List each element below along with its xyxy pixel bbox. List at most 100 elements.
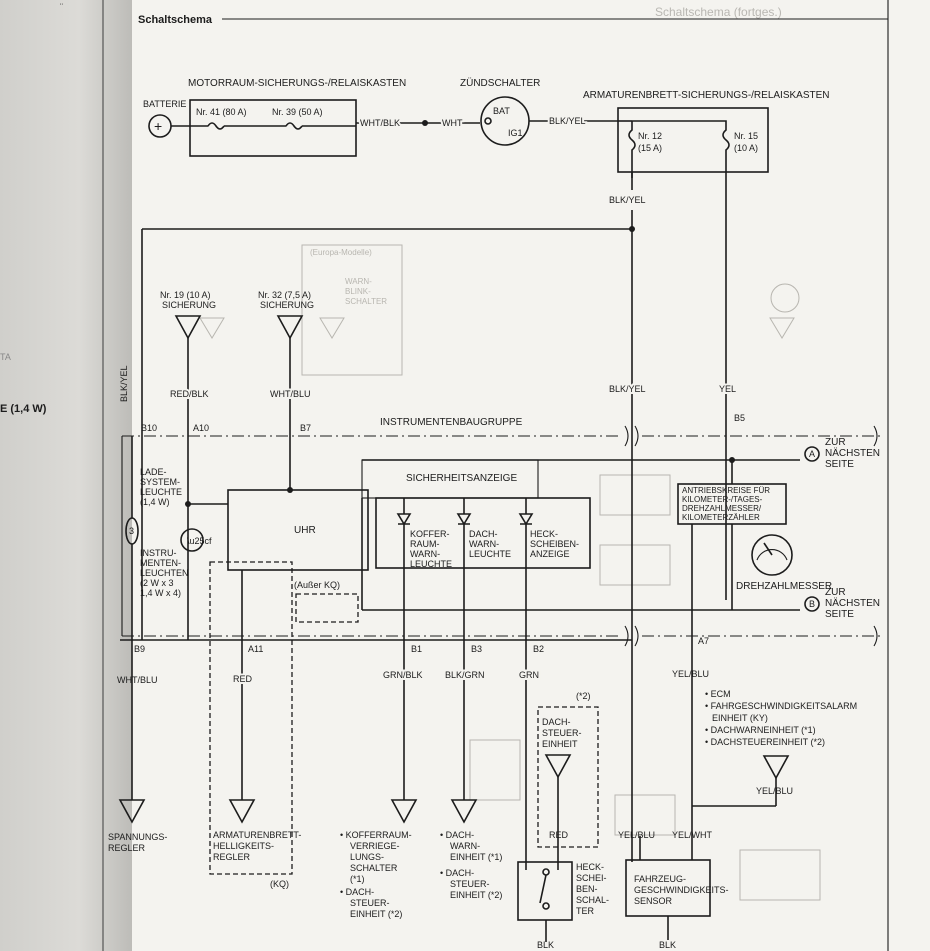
svg-text:Nr. 41 (80 A): Nr. 41 (80 A) [196, 107, 247, 117]
label-yel-blu: YEL/BLU [672, 669, 709, 679]
label-grn: GRN [519, 670, 539, 680]
svg-text:REGLER: REGLER [108, 843, 146, 853]
svg-text:UHR: UHR [294, 525, 316, 536]
svg-text:ZÜNDSCHALTER: ZÜNDSCHALTER [460, 77, 540, 89]
svg-text:A: A [809, 449, 815, 459]
svg-text:STEUER-: STEUER- [542, 728, 582, 738]
svg-text:ZUR: ZUR [825, 437, 846, 448]
svg-text:HECK-: HECK- [576, 862, 604, 872]
ignition-switch: ZÜNDSCHALTER BAT IG1 [460, 77, 540, 146]
left-fragment-t: TA [0, 352, 11, 362]
pin-b1: B1 [411, 644, 422, 654]
tachometer: DREHZAHLMESSER [736, 534, 832, 592]
svg-text:INSTRUMENTENBAUGRUPPE: INSTRUMENTENBAUGRUPPE [380, 417, 523, 428]
svg-text:• DACH-: • DACH- [440, 868, 474, 878]
label-blk-yel-right: BLK/YEL [609, 384, 646, 394]
left-page-margin [0, 0, 132, 951]
svg-text:• DACHSTEUEREINHEIT (*2): • DACHSTEUEREINHEIT (*2) [705, 737, 825, 747]
instrument-lights: INSTRU- MENTEN- LEUCHTEN (2 W x 3 1,4 W … [140, 528, 212, 598]
svg-text:HELLIGKEITS-: HELLIGKEITS- [213, 841, 274, 851]
label-red: RED [233, 674, 253, 684]
label-yel-blu-2: YEL/BLU [618, 830, 655, 840]
roof-control-unit: DACH- STEUER- EINHEIT RED [537, 706, 599, 870]
connector-a[interactable]: A ZUR NÄCHSTEN SEITE [804, 437, 880, 470]
pin-a11: A11 [248, 644, 263, 654]
svg-text:(10 A): (10 A) [734, 143, 758, 153]
svg-text:Nr. 19 (10 A): Nr. 19 (10 A) [160, 290, 211, 300]
svg-text:• DACHWARNEINHEIT (*1): • DACHWARNEINHEIT (*1) [705, 725, 816, 735]
rear-window-display: HECK- SCHEIBEN- ANZEIGE [518, 513, 579, 559]
bleed-through: (Europa-Modelle) WARN- BLINK- SCHALTER [199, 244, 821, 901]
label-blk-1: BLK [537, 940, 554, 950]
svg-text:Nr. 15: Nr. 15 [734, 131, 758, 141]
svg-text:ARMATURENBRETT-SICHERUNGS-/REL: ARMATURENBRETT-SICHERUNGS-/RELAISKASTEN [583, 90, 830, 101]
label-yel: YEL [719, 384, 736, 394]
fuse-19: Nr. 19 (10 A) SICHERUNG [160, 290, 216, 340]
pin-a10: A10 [193, 423, 209, 433]
rear-window-switch[interactable]: HECK- SCHEI- BEN- SCHAL- TER [517, 861, 609, 921]
left-fragment-top: ¨ [60, 2, 63, 12]
svg-text:(15 A): (15 A) [638, 143, 662, 153]
svg-text:WARN-: WARN- [450, 841, 480, 851]
pin-b2: B2 [533, 644, 544, 654]
instrument-group: INSTRUMENTENBAUGRUPPE [121, 417, 880, 647]
svg-text:STEUER-: STEUER- [350, 898, 390, 908]
svg-text:REGLER: REGLER [213, 852, 251, 862]
svg-text:VERRIEGE-: VERRIEGE- [350, 841, 400, 851]
trunk-lock-switch: • KOFFERRAUM- VERRIEGE- LUNGS- SCHALTER … [340, 799, 418, 919]
svg-text:(*1): (*1) [350, 874, 365, 884]
svg-text:LUNGS-: LUNGS- [350, 852, 384, 862]
svg-text:ANZEIGE: ANZEIGE [530, 549, 570, 559]
svg-text:SCHALTER: SCHALTER [350, 863, 398, 873]
roof-ctrl-note: (*2) [576, 691, 591, 701]
svg-text:STEUER-: STEUER- [450, 879, 490, 889]
label-yel-wht: YEL/WHT [672, 830, 713, 840]
svg-text:NÄCHSTEN: NÄCHSTEN [825, 447, 880, 459]
svg-text:DREHZAHLMESSER: DREHZAHLMESSER [736, 581, 832, 592]
svg-text:Nr. 32 (7,5 A): Nr. 32 (7,5 A) [258, 290, 311, 300]
svg-text:ANTRIEBSKREISE FÜR: ANTRIEBSKREISE FÜR [682, 486, 770, 495]
svg-text:HECK-: HECK- [530, 529, 558, 539]
ghost-title: Schaltschema (fortges.) [655, 5, 782, 19]
svg-text:SICHERHEITSANZEIGE: SICHERHEITSANZEIGE [406, 473, 517, 484]
svg-text:EINHEIT (*2): EINHEIT (*2) [450, 890, 502, 900]
svg-text:DACH-: DACH- [542, 717, 571, 727]
svg-text:EINHEIT (*1): EINHEIT (*1) [450, 852, 502, 862]
roof-warning-lamp: DACH- WARN- LEUCHTE [456, 513, 511, 559]
svg-text:SICHERUNG: SICHERUNG [162, 300, 216, 310]
splice [422, 120, 428, 126]
svg-text:SICHERUNG: SICHERUNG [260, 300, 314, 310]
svg-text:(2 W x 3: (2 W x 3 [140, 578, 174, 588]
trunk-warning-lamp: KOFFER- RAUM- WARN- LEUCHTE [396, 513, 452, 569]
svg-text:RAUM-: RAUM- [410, 539, 440, 549]
svg-text:• DACH-: • DACH- [440, 830, 474, 840]
section-title: Schaltschema [138, 14, 213, 26]
dimmer-dashed-box [209, 561, 293, 875]
svg-text:LADE-: LADE- [140, 467, 167, 477]
svg-text:EINHEIT: EINHEIT [542, 739, 578, 749]
svg-text:SCHALTER: SCHALTER [345, 297, 387, 306]
svg-text:LEUCHTE: LEUCHTE [410, 559, 452, 569]
speed-sensor: FAHRZEUG- GESCHWINDIGKEITS- SENSOR [625, 859, 729, 917]
svg-text:MENTEN-: MENTEN- [140, 558, 181, 568]
svg-text:• DACH-: • DACH- [340, 887, 374, 897]
battery: BATTERIE + [143, 99, 186, 138]
label-blk-2: BLK [659, 940, 676, 950]
svg-text:SEITE: SEITE [825, 609, 854, 620]
svg-text:BLINK-: BLINK- [345, 287, 371, 296]
connector-b[interactable]: B ZUR NÄCHSTEN SEITE [804, 587, 880, 620]
svg-text:BATTERIE: BATTERIE [143, 99, 186, 109]
label-blk-yel-mid: BLK/YEL [609, 195, 646, 205]
svg-text:SCHEI-: SCHEI- [576, 873, 607, 883]
svg-text:• FAHRGESCHWINDIGKEITSALARM: • FAHRGESCHWINDIGKEITSALARM [705, 701, 857, 711]
svg-text:LEUCHTEN: LEUCHTEN [140, 568, 189, 578]
svg-text:DACH-: DACH- [469, 529, 498, 539]
svg-text:(KQ): (KQ) [270, 879, 289, 889]
label-red-blk: RED/BLK [170, 389, 209, 399]
svg-text:EINHEIT (KY): EINHEIT (KY) [712, 713, 768, 723]
svg-text:1,4 W x 4): 1,4 W x 4) [140, 588, 181, 598]
pin-a7: A7 [698, 636, 709, 646]
svg-text:SEITE: SEITE [825, 459, 854, 470]
label-blk-yel-left: BLK/YEL [119, 365, 129, 402]
left-fragment-watt: E (1,4 W) [0, 403, 47, 415]
